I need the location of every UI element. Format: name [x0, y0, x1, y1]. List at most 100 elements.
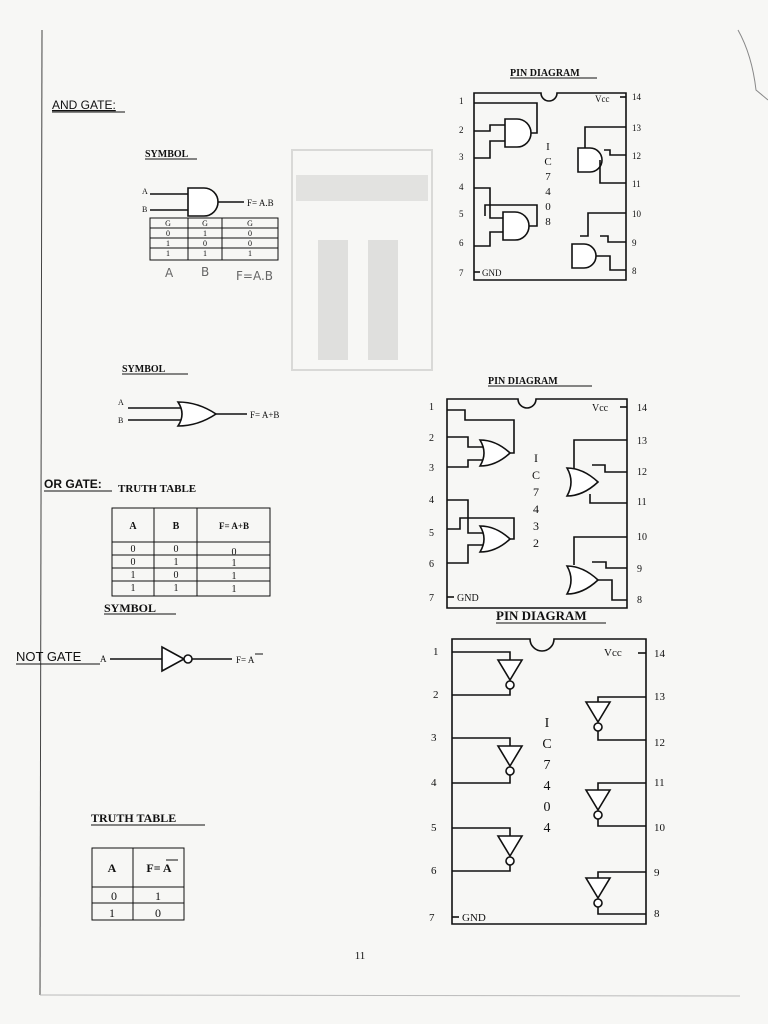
ic7432-pin: 1 — [429, 402, 434, 413]
ic7432-pin: 10 — [637, 532, 647, 543]
not-truth-table-label: TRUTH TABLE — [91, 811, 176, 825]
ic7408-label-char: 8 — [545, 216, 551, 228]
ic7432-pin: 6 — [429, 559, 434, 570]
ic7432-pin: 11 — [637, 497, 647, 508]
not-table-cell: 0 — [155, 906, 161, 920]
ic7404-pin: 3 — [431, 732, 437, 744]
or-table-cell: 1 — [131, 570, 136, 581]
ic7432-label-char: 3 — [533, 519, 539, 533]
ic7432-pin: 5 — [429, 528, 434, 539]
ic7432-pin: 2 — [429, 433, 434, 444]
or-table-cell: 0 — [131, 544, 136, 555]
not-gate-icon — [161, 645, 186, 673]
handwritten-a: A — [165, 266, 174, 280]
handwritten-b: B — [201, 265, 209, 279]
ic7404-chip-body — [451, 638, 647, 925]
or-table-cell: 1 — [232, 584, 237, 595]
or-symbol-label: SYMBOL — [122, 364, 166, 375]
ic7404-pin: 6 — [431, 865, 437, 877]
ic7404-title: PIN DIAGRAM — [496, 608, 587, 623]
ic7404-label-char: 0 — [544, 800, 551, 815]
ic7408-pin: 4 — [459, 182, 464, 192]
ic7408-label-char: 0 — [545, 201, 551, 213]
or-table-header: F= A+B — [219, 521, 249, 531]
ic7432-pin: 7 — [429, 593, 434, 604]
ic7408-pin: 5 — [459, 209, 464, 219]
and-table-cell: 0 — [248, 229, 252, 238]
not-gate-heading: NOT GATE — [16, 649, 82, 664]
ic7404-pin: 5 — [431, 822, 437, 834]
not-table-header: A — [108, 861, 117, 875]
or-truth-table: A B F= A+B 0 0 0 0 1 1 1 0 1 1 1 1 — [111, 507, 271, 597]
and-gate-heading: AND GATE: — [52, 98, 116, 112]
or-truth-table-label: TRUTH TABLE — [118, 483, 196, 495]
ic7408-chip-body — [473, 92, 627, 281]
bottom-page-edge — [39, 994, 741, 997]
not-truth-table: A F= A 0 1 1 0 — [91, 847, 185, 921]
ic7408-label-char: 7 — [545, 171, 551, 183]
ic7404-label-char: I — [545, 716, 550, 731]
ic7408-pin: 1 — [459, 96, 464, 106]
ic7432-pin: 8 — [637, 595, 642, 606]
ic7404-gnd-label: GND — [462, 912, 486, 924]
or-gate-heading: OR GATE: — [44, 477, 102, 491]
ic7432-label-char: I — [534, 451, 538, 465]
ic7404-vcc-label: Vcc — [604, 647, 622, 659]
and-table-cell: 1 — [203, 229, 207, 238]
or-input-b-label: B — [118, 416, 123, 425]
and-table-cell: 0 — [203, 239, 207, 248]
handwritten-f-ab: F=A.B — [236, 269, 273, 283]
or-table-header: B — [173, 521, 180, 532]
ic7408-label-char: I — [546, 141, 550, 153]
ic7404-pin: 8 — [654, 908, 660, 920]
watermark-logo — [291, 149, 433, 371]
ic7432-pin: 13 — [637, 436, 647, 447]
ic7404-label-char: 4 — [544, 821, 551, 836]
ic7408-pin: 13 — [632, 123, 642, 133]
and-table-cell: 1 — [248, 249, 252, 258]
and-truth-table: G G G 0 1 0 1 0 0 1 1 1 — [149, 217, 279, 261]
ic7432-pin: 3 — [429, 463, 434, 474]
and-table-header: G — [247, 219, 253, 228]
page-number: 11 — [355, 950, 366, 962]
and-output-label: F= A.B — [247, 198, 274, 208]
not-input-a-label: A — [100, 654, 107, 664]
ic7432-pin: 12 — [637, 467, 647, 478]
and-input-a-label: A — [142, 187, 148, 196]
and-table-cell: 1 — [203, 249, 207, 258]
or-table-cell: 1 — [131, 583, 136, 594]
not-table-header: F= A — [146, 861, 172, 875]
ic7404-label-char: 4 — [544, 779, 551, 794]
ic7408-pin: 2 — [459, 125, 464, 135]
ic7408-title: PIN DIAGRAM — [510, 68, 580, 79]
ic7432-pin-diagram: PIN DIAGRAM Vcc GND 1 2 3 4 5 6 7 14 13 … — [429, 376, 647, 609]
and-gate-symbol: A B F= A.B — [142, 187, 274, 217]
ic7408-pin: 7 — [459, 268, 464, 278]
ic7432-label-char: 7 — [533, 485, 539, 499]
ic7432-gnd-label: GND — [457, 593, 479, 604]
not-output-label: F= A — [236, 655, 255, 665]
not-symbol-label: SYMBOL — [104, 601, 156, 615]
right-page-edge — [737, 29, 768, 101]
ic7408-pin: 10 — [632, 209, 642, 219]
or-table-header: A — [129, 521, 137, 532]
ic7408-pin: 6 — [459, 238, 464, 248]
or-input-a-label: A — [118, 398, 124, 407]
and-symbol-label: SYMBOL — [145, 149, 189, 160]
or-table-cell: 1 — [232, 558, 237, 569]
or-output-label: F= A+B — [250, 410, 279, 420]
ic7408-gnd-label: GND — [482, 268, 502, 278]
ic7432-pin: 14 — [637, 403, 647, 414]
ic7408-pin: 9 — [632, 238, 637, 248]
ic7404-pin: 11 — [654, 777, 665, 789]
or-table-cell: 0 — [174, 544, 179, 555]
and-table-header: G — [202, 219, 208, 228]
ic7432-label-char: C — [532, 468, 540, 482]
not-gate-symbol: A F= A — [100, 645, 263, 673]
ic7432-pin: 9 — [637, 564, 642, 575]
and-table-cell: 0 — [248, 239, 252, 248]
ic7404-pin: 14 — [654, 648, 666, 660]
ic7408-pin: 14 — [632, 92, 642, 102]
or-gate-symbol: A B F= A+B — [118, 398, 279, 427]
and-table-cell: 0 — [166, 229, 170, 238]
